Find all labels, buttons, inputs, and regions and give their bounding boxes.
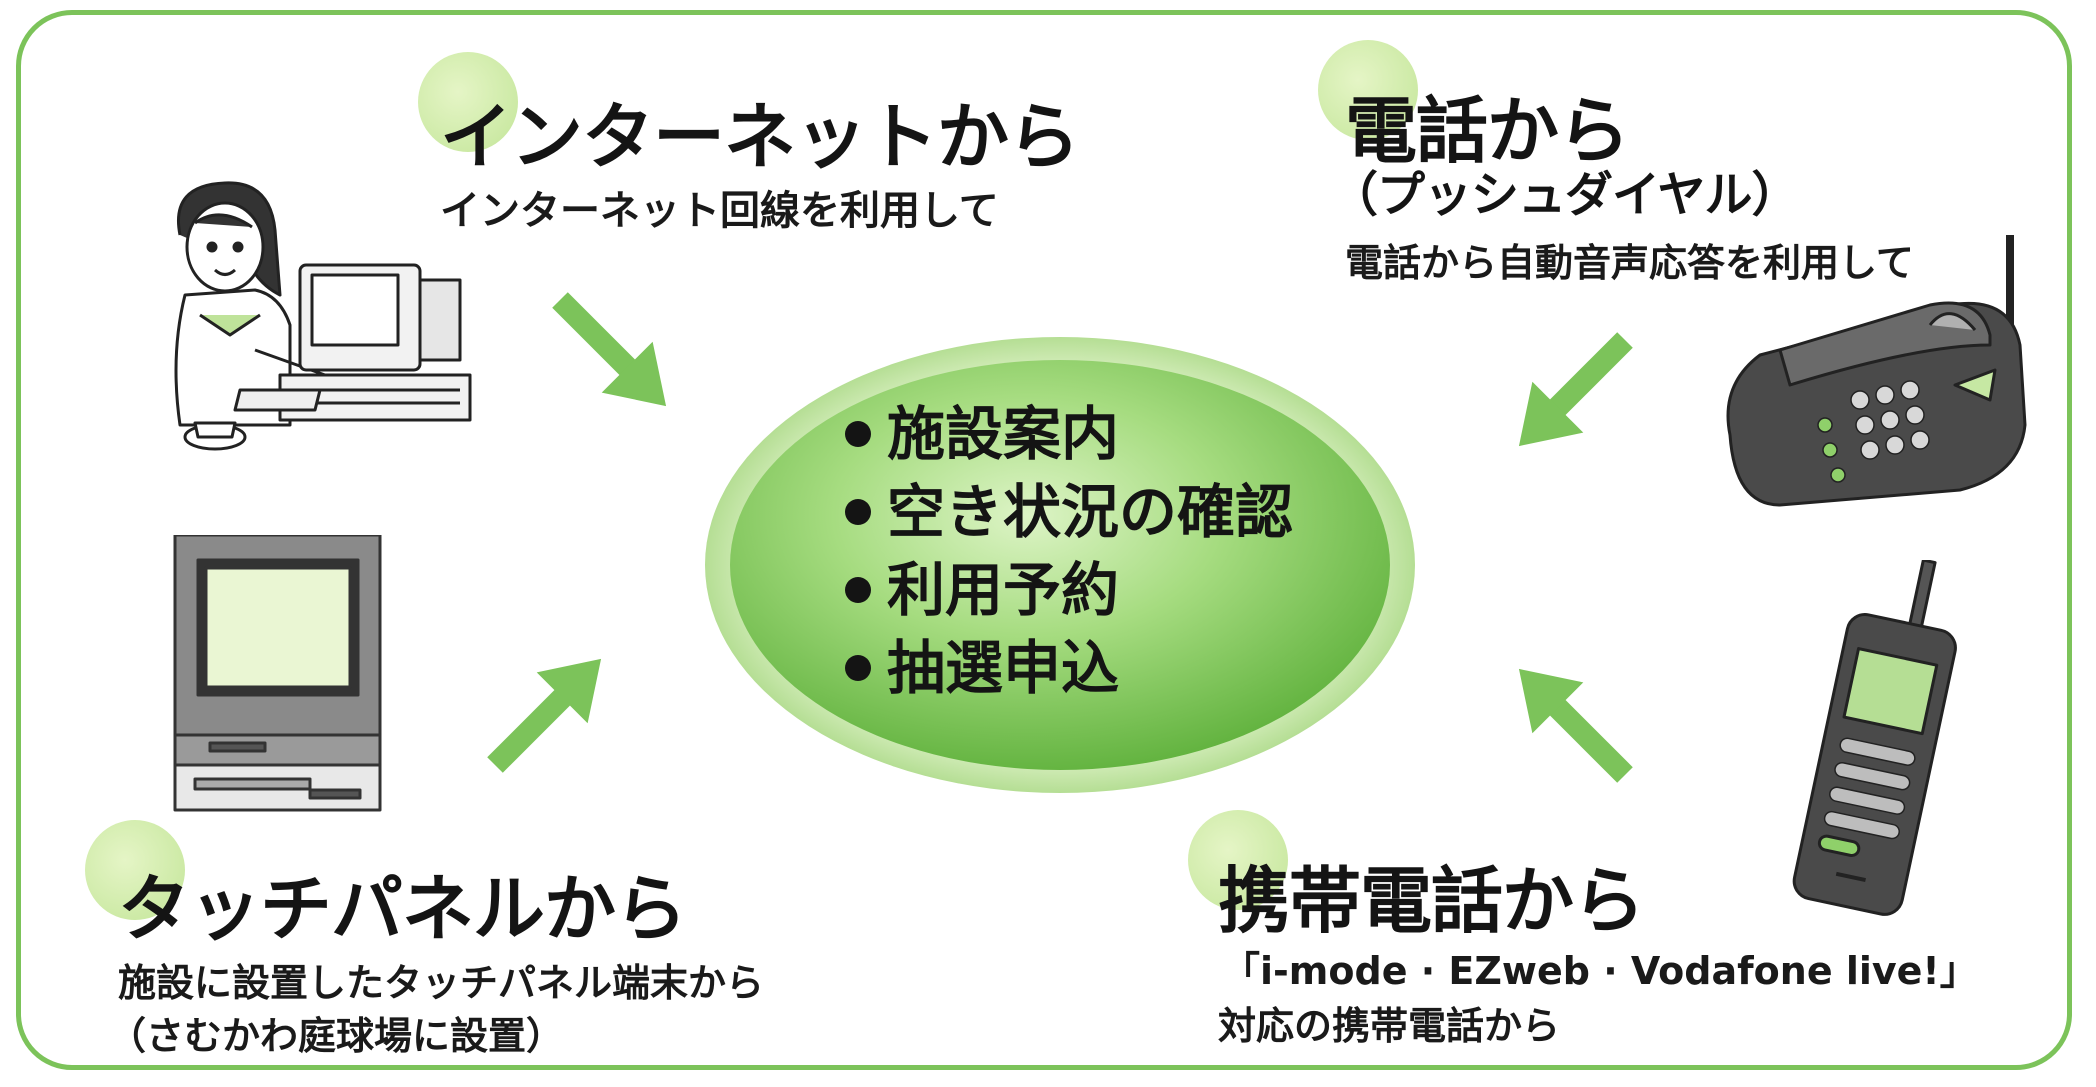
arrow-mobile-icon (1518, 668, 1633, 783)
arrow-internet-icon (552, 292, 667, 407)
arrow-touch-panel-icon (487, 658, 602, 773)
bullet-icon (845, 577, 871, 603)
service-item: 抽選申込 (845, 629, 1293, 707)
bullet-icon (845, 655, 871, 681)
touch-panel-desc-1: 施設に設置したタッチパネル端末から (118, 961, 765, 1005)
touch-panel-title: タッチパネルから (118, 867, 687, 951)
phone-title-sub: （プッシュダイヤル） (1330, 167, 1800, 223)
center-service-list: 施設案内 空き状況の確認 利用予約 抽選申込 (845, 395, 1293, 707)
desk-phone-icon (1726, 235, 2027, 507)
mobile-phone-icon (1792, 560, 1957, 916)
phone-desc: 電話から自動音声応答を利用して (1345, 241, 1914, 285)
mobile-title: 携帯電話から (1218, 859, 1645, 943)
touch-panel-terminal-icon (173, 535, 382, 812)
bullet-icon (845, 421, 871, 447)
mobile-desc-1: 「i-mode · EZweb · Vodafone live!」 (1222, 949, 1978, 993)
phone-title: 電話から (1345, 89, 1630, 173)
accent-circle-internet (418, 52, 518, 152)
accent-circle-phone (1318, 40, 1418, 140)
bullet-icon (845, 499, 871, 525)
center-ellipse (705, 337, 1415, 793)
service-item: 施設案内 (845, 395, 1293, 473)
service-item: 利用予約 (845, 551, 1293, 629)
arrow-phone-icon (1518, 332, 1633, 447)
mobile-desc-2: 対応の携帯電話から (1218, 1004, 1561, 1048)
woman-at-computer-icon (174, 181, 472, 451)
service-item: 空き状況の確認 (845, 473, 1293, 551)
diagram-frame (16, 10, 2072, 1070)
touch-panel-desc-2: （さむかわ庭球場に設置） (108, 1014, 565, 1058)
internet-desc: インターネット回線を利用して (440, 188, 999, 234)
accent-circle-mobile (1188, 810, 1288, 910)
internet-title: インターネットから (440, 95, 1080, 179)
accent-circle-touch-panel (85, 820, 185, 920)
